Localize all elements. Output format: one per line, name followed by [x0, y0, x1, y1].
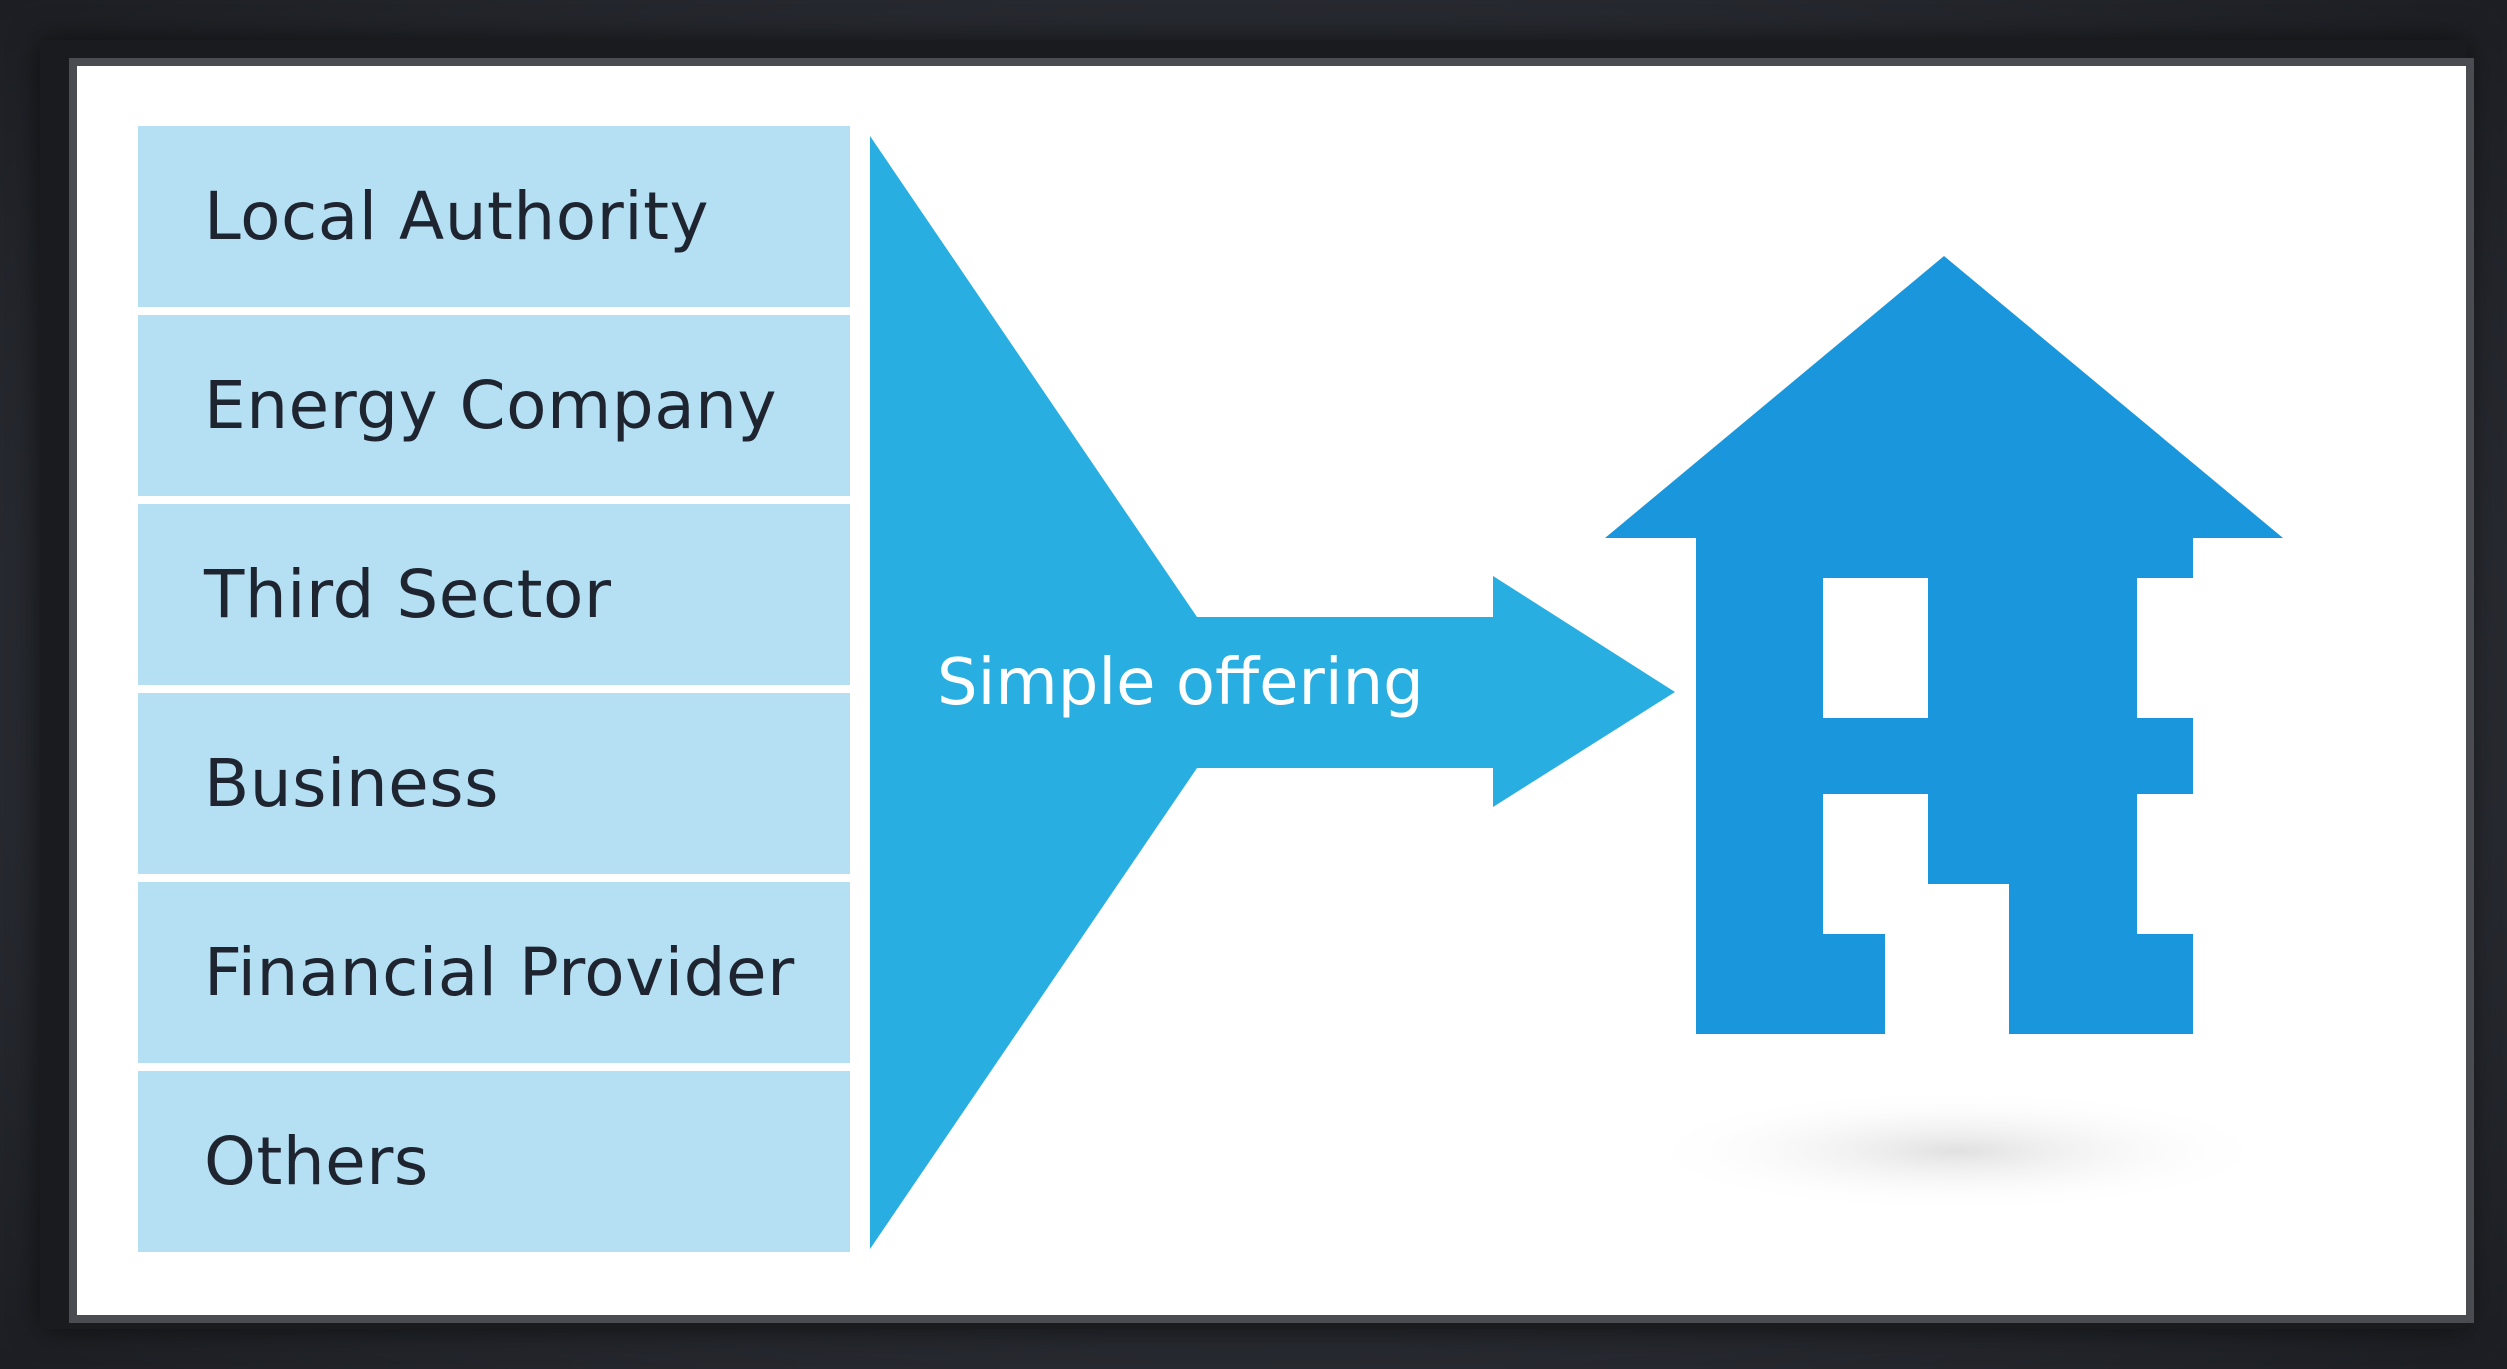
house-window	[1823, 794, 1928, 934]
house-window	[2137, 794, 2242, 934]
source-third-sector: Third Sector	[138, 504, 850, 685]
source-label: Energy Company	[204, 367, 778, 444]
source-financial-provider: Financial Provider	[138, 882, 850, 1063]
source-label: Business	[204, 745, 500, 822]
source-label: Third Sector	[204, 556, 612, 633]
source-local-authority: Local Authority	[138, 126, 850, 307]
funnel-arrow	[870, 136, 1675, 1249]
source-label: Local Authority	[204, 178, 710, 255]
diagram-panel: Local Authority Energy Company Third Sec…	[77, 66, 2466, 1315]
funnel-label: Simple offering	[937, 646, 1424, 720]
funnel-and-house-graphic	[870, 136, 2283, 1249]
source-label: Financial Provider	[204, 934, 795, 1011]
source-label: Others	[204, 1123, 429, 1200]
house-window	[2137, 578, 2242, 718]
source-list: Local Authority Energy Company Third Sec…	[138, 126, 850, 1252]
source-energy-company: Energy Company	[138, 315, 850, 496]
source-others: Others	[138, 1071, 850, 1252]
house-icon	[1605, 256, 2283, 1213]
source-business: Business	[138, 693, 850, 874]
house-window	[1823, 578, 1928, 718]
